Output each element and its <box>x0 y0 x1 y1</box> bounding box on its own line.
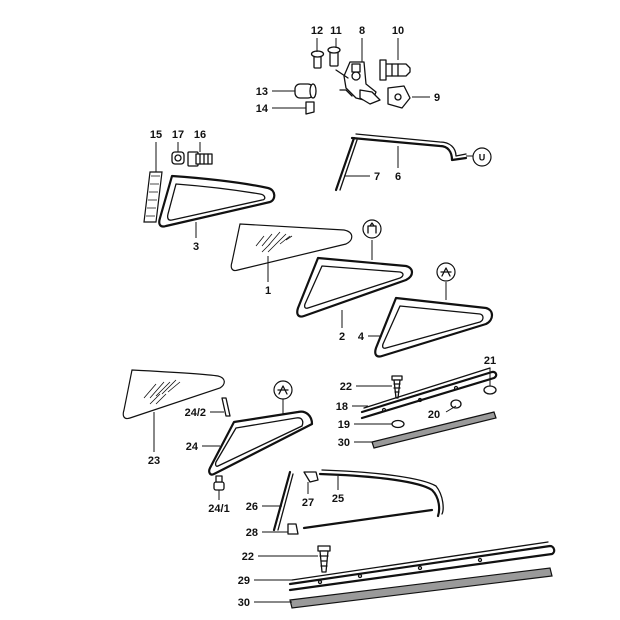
callout-9: 9 <box>434 92 440 104</box>
part-7-strip <box>334 136 358 192</box>
leaders-right-mid <box>352 368 491 443</box>
callout-labels: 12 11 8 10 13 14 9 15 17 16 3 7 6 1 2 4 … <box>148 25 496 609</box>
callout-26: 26 <box>246 501 258 513</box>
callout-24-1: 24/1 <box>208 503 229 515</box>
callout-2: 2 <box>339 331 345 343</box>
latch-assembly <box>294 46 411 115</box>
callout-21: 21 <box>484 355 496 367</box>
callout-18: 18 <box>336 401 348 413</box>
callout-4: 4 <box>358 331 365 343</box>
part-1-glass <box>230 223 353 272</box>
part-9-plate <box>387 85 411 109</box>
part-15-seal-strip <box>143 171 163 223</box>
callout-11: 11 <box>330 25 342 37</box>
part-27-clip <box>303 471 319 483</box>
part-29-strip <box>288 541 556 592</box>
part-30-strip-b <box>289 567 553 609</box>
callout-14: 14 <box>256 103 269 115</box>
callout-12: 12 <box>311 25 323 37</box>
callout-13: 13 <box>256 86 268 98</box>
callout-16: 16 <box>194 129 206 141</box>
ref-mark-frame-24 <box>273 380 293 400</box>
callout-19: 19 <box>338 419 350 431</box>
part-16-bolt <box>187 151 213 167</box>
callout-24-2: 24/2 <box>185 407 206 419</box>
ref-mark-u: U <box>472 147 492 167</box>
callout-30-a: 30 <box>338 437 350 449</box>
part-23-glass <box>122 369 225 420</box>
part-24-frame <box>208 410 314 476</box>
leaders-top <box>272 38 430 109</box>
part-24-1-fastener <box>213 475 225 491</box>
part-10-bolt <box>379 59 411 81</box>
part-24-2-piece <box>221 397 231 417</box>
part-13-knob <box>294 83 317 99</box>
callout-28: 28 <box>246 527 258 539</box>
part-2-frame <box>296 256 414 318</box>
part-28-clip <box>287 523 299 535</box>
callout-25: 25 <box>332 493 344 505</box>
part-11-screw <box>327 46 341 67</box>
ref-mark-frame-2 <box>362 219 382 239</box>
part-4-frame <box>374 296 494 358</box>
part-25-channel <box>302 469 444 530</box>
callout-17: 17 <box>172 129 184 141</box>
leaders-left-top <box>155 142 201 238</box>
callout-24: 24 <box>186 441 199 453</box>
svg-text:U: U <box>479 153 486 163</box>
callout-7: 7 <box>374 171 380 183</box>
callout-3: 3 <box>193 241 199 253</box>
part-14-clip <box>305 101 315 115</box>
callout-15: 15 <box>150 129 162 141</box>
callout-20: 20 <box>428 409 440 421</box>
part-26-strip <box>272 470 294 532</box>
part-6-channel <box>350 133 468 162</box>
part-18-strip <box>360 367 498 420</box>
part-22-screw-b <box>317 545 331 573</box>
latch-lever <box>359 89 381 105</box>
callout-8: 8 <box>359 25 365 37</box>
part-22-screw-a <box>391 375 403 399</box>
part-20-clip <box>450 399 462 409</box>
callout-1: 1 <box>265 285 271 297</box>
callout-27: 27 <box>302 497 314 509</box>
part-19-clip <box>391 419 405 429</box>
part-21-clip <box>483 385 497 395</box>
callout-29: 29 <box>238 575 250 587</box>
latch-linkage <box>335 69 353 97</box>
part-17-nut <box>171 151 185 165</box>
part-30-strip-a <box>371 411 497 449</box>
callout-22-b: 22 <box>242 551 254 563</box>
callout-30-b: 30 <box>238 597 250 609</box>
callout-6: 6 <box>395 171 401 183</box>
callout-23: 23 <box>148 455 160 467</box>
part-3-vent-frame <box>158 174 276 228</box>
callout-22-a: 22 <box>340 381 352 393</box>
ref-mark-frame-4 <box>436 262 456 282</box>
callout-10: 10 <box>392 25 404 37</box>
leaders-bottom <box>254 555 318 603</box>
part-12-screw <box>310 50 325 69</box>
